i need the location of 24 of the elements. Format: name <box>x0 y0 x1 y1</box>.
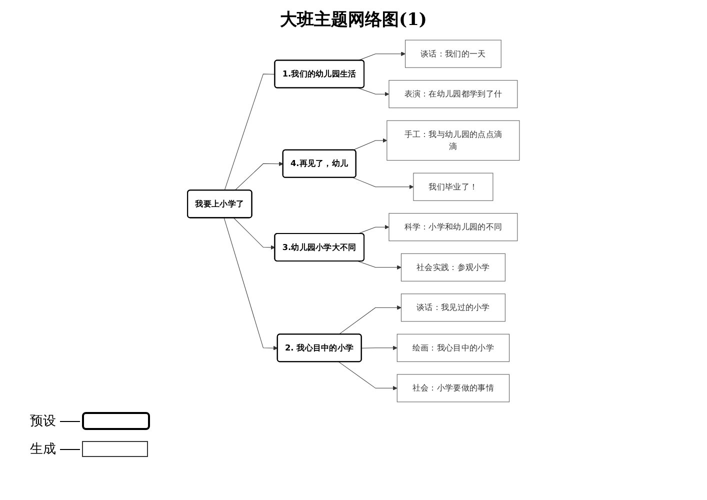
arrow <box>358 224 390 234</box>
arrow <box>361 346 398 350</box>
connector <box>224 74 276 191</box>
diagram-title: 大班主题网络图(1) <box>279 9 428 31</box>
arrow <box>338 305 402 335</box>
arrow <box>352 138 388 150</box>
arrow <box>358 261 402 270</box>
node-box: 表演：在幼儿园都学到了什 <box>388 80 518 108</box>
arrow <box>224 218 278 350</box>
node-box: 手工：我与幼儿园的点点滴滴 <box>386 120 520 161</box>
arrow <box>338 362 398 390</box>
legend-label: 预设 <box>30 413 57 430</box>
arrow <box>358 88 390 96</box>
node-box: 谈话：我们的一天 <box>405 40 502 68</box>
node-box: 科学：小学和幼儿园的不同 <box>388 213 518 242</box>
node-box: 社会：小学要做的事情 <box>396 374 510 402</box>
node-box: 我们毕业了！ <box>413 172 494 201</box>
arrow <box>352 177 414 190</box>
node-box: 绘画：我心目中的小学 <box>396 334 510 362</box>
node-box: 谈话：我见过的小学 <box>400 294 506 322</box>
arrow <box>234 218 276 250</box>
legend-label: 生成 <box>30 441 57 458</box>
arrow <box>234 162 284 191</box>
node-box: 社会实践：参观小学 <box>400 253 506 282</box>
